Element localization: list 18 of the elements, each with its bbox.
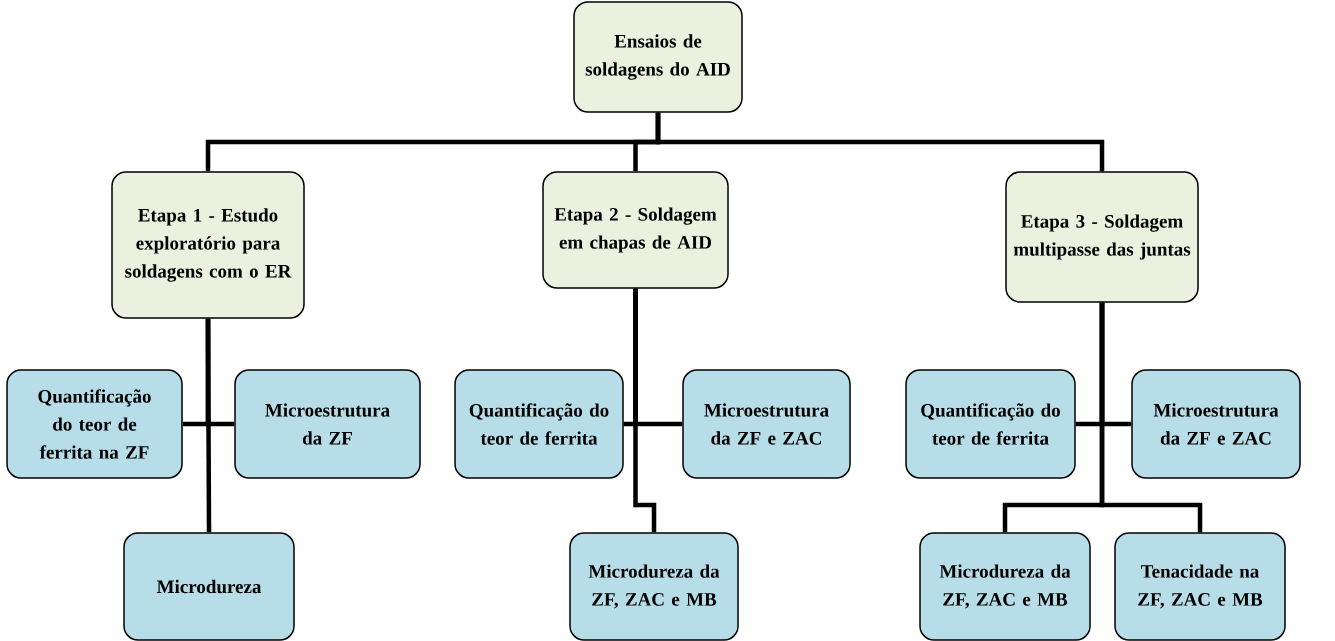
- task-box: Microestrutura da ZF: [234, 369, 421, 479]
- connector-line: [1099, 302, 1203, 533]
- task-box: Microestrutura da ZF e ZAC: [682, 369, 851, 479]
- stage-box: Etapa 2 - Soldagem em chapas de AID: [542, 171, 729, 289]
- task-box: Microestrutura da ZF e ZAC: [1131, 369, 1301, 479]
- task-box: Microdureza da ZF, ZAC e MB: [919, 532, 1091, 641]
- task-box: Quantificação do teor de ferrita: [905, 369, 1076, 479]
- task-box: Microdureza da ZF, ZAC e MB: [569, 532, 739, 641]
- connector-line: [205, 318, 212, 533]
- task-box: Quantificação do teor de ferrita na ZF: [6, 369, 183, 479]
- task-box: Quantificação do teor de ferrita: [454, 369, 624, 479]
- stage-box: Etapa 3 - Soldagem multipasse das juntas: [1005, 171, 1199, 303]
- connector-line: [655, 112, 1105, 172]
- task-box: Tenacidade na ZF, ZAC e MB: [1114, 532, 1286, 641]
- task-box: Microdureza: [123, 532, 295, 641]
- stage-box: Etapa 1 - Estudo exploratório para soldagens com o ER: [111, 171, 305, 319]
- connector-line: [633, 288, 657, 533]
- stage-box: Ensaios de soldagens do AID: [573, 1, 743, 113]
